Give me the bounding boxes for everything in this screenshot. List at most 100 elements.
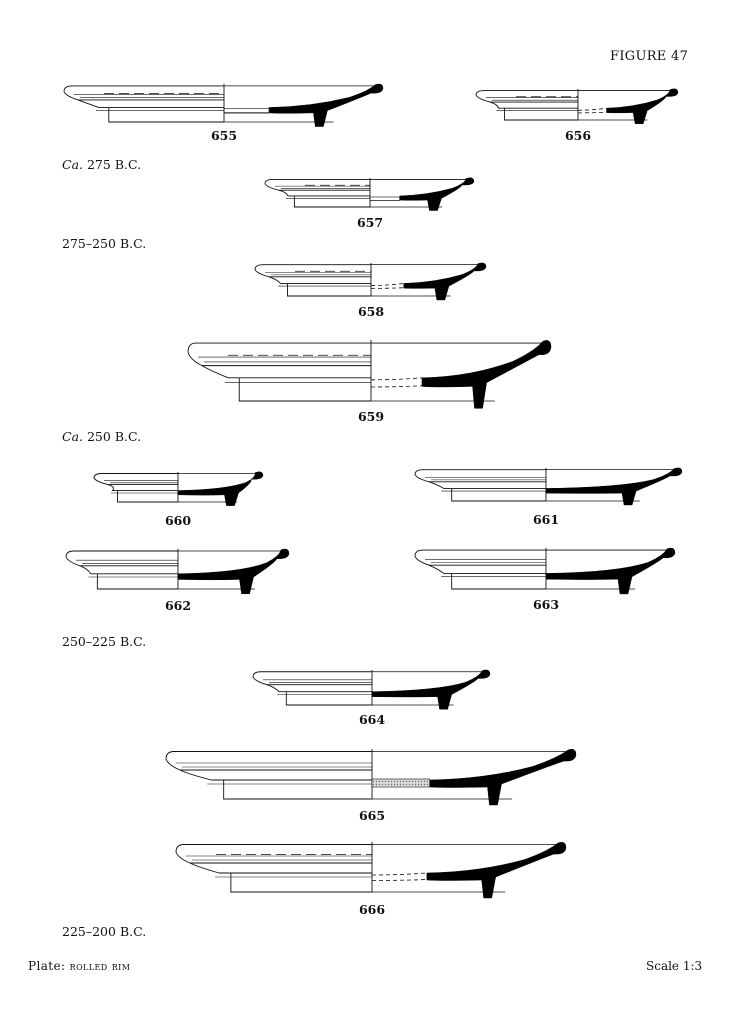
restored-line	[577, 107, 607, 111]
plate-profile	[175, 841, 567, 899]
section-profile	[399, 177, 475, 211]
plate-profile	[252, 669, 491, 710]
section-profile	[177, 548, 290, 595]
scale-label: Scale 1:3	[646, 959, 703, 973]
exterior-wall	[268, 276, 371, 284]
foot-outline	[96, 573, 178, 590]
plate-profile	[63, 83, 384, 127]
plate-profile	[475, 88, 679, 124]
date-text: 250 B.C.	[86, 429, 142, 444]
catalogue-number: 657	[357, 215, 383, 230]
catalogue-number: 659	[358, 409, 384, 424]
date-prefix: Ca.	[62, 429, 83, 444]
restored-line	[371, 872, 427, 876]
restored-line	[371, 879, 427, 881]
section-profile	[371, 669, 491, 710]
plate-profile	[187, 340, 552, 409]
plate-label-text: Plate:	[28, 959, 66, 973]
plate-profile	[414, 467, 683, 506]
foot-outline	[287, 283, 371, 297]
restored-line	[577, 111, 607, 114]
exterior-wall	[489, 101, 578, 109]
exterior-outline	[264, 179, 370, 191]
exterior-wall	[179, 769, 372, 781]
exterior-wall	[428, 564, 546, 574]
date-label: Ca. 275 B.C.	[62, 157, 141, 172]
exterior-wall	[201, 365, 371, 379]
exterior-wall	[189, 862, 372, 874]
exterior-outline	[475, 90, 578, 103]
plate-profile	[254, 262, 487, 301]
catalogue-number: 664	[359, 712, 385, 727]
exterior-wall	[278, 189, 370, 197]
catalogue-number: 663	[533, 597, 559, 612]
date-text: 250–225 B.C.	[62, 634, 147, 649]
section-profile	[429, 748, 577, 806]
foot-outline	[293, 195, 370, 208]
section-profile	[545, 467, 683, 506]
catalogue-number: 666	[359, 902, 385, 917]
date-text: 275–250 B.C.	[62, 236, 147, 251]
exterior-wall	[77, 99, 224, 109]
exterior-outline	[414, 549, 546, 566]
section-profile	[545, 547, 676, 595]
exterior-wall	[79, 565, 178, 575]
date-label: Ca. 250 B.C.	[62, 429, 141, 444]
date-label: 275–250 B.C.	[62, 236, 146, 251]
foot-outline	[117, 490, 178, 503]
foot-outline	[451, 488, 546, 502]
restored-section	[369, 196, 400, 201]
plate-label: Plate: rolled rim	[28, 959, 130, 973]
foot-outline	[504, 108, 578, 121]
exterior-outline	[175, 844, 372, 864]
catalogue-number: 655	[211, 128, 237, 143]
restored-line	[370, 385, 422, 388]
restored-section	[223, 108, 270, 114]
catalogue-number: 662	[165, 598, 191, 613]
foot-outline	[451, 573, 546, 590]
section-profile	[421, 340, 552, 409]
catalogue-number: 658	[358, 304, 384, 319]
section-profile	[426, 841, 567, 899]
figure-title: FIGURE 47	[610, 49, 689, 64]
exterior-wall	[107, 484, 178, 492]
section-profile	[606, 88, 679, 124]
foot-outline	[285, 691, 372, 706]
date-label: 225–200 B.C.	[62, 924, 146, 939]
foot-outline	[108, 107, 224, 123]
catalogue-number: 660	[165, 513, 191, 528]
date-text: 275 B.C.	[86, 157, 142, 172]
plate-profile	[93, 471, 264, 506]
section-profile	[268, 83, 384, 127]
restored-section	[371, 778, 430, 788]
restored-line	[370, 287, 404, 289]
exterior-outline	[252, 671, 372, 686]
catalogue-number: 656	[565, 128, 591, 143]
restored-line	[370, 377, 422, 381]
exterior-wall	[428, 481, 546, 489]
plate-type: rolled rim	[69, 959, 131, 973]
exterior-outline	[254, 264, 371, 278]
restored-line	[370, 283, 404, 286]
exterior-outline	[165, 751, 372, 771]
plate-profile	[65, 548, 290, 595]
foot-outline	[238, 377, 371, 402]
exterior-outline	[65, 550, 178, 567]
plate-profile	[165, 748, 577, 806]
exterior-outline	[187, 342, 371, 367]
exterior-outline	[93, 473, 178, 486]
exterior-outline	[414, 469, 546, 483]
section-profile	[403, 262, 487, 301]
section-profile	[177, 471, 264, 506]
date-label: 250–225 B.C.	[62, 634, 146, 649]
catalogue-number: 661	[533, 512, 559, 527]
plate-profile	[414, 547, 676, 595]
foot-outline	[223, 780, 372, 800]
foot-outline	[230, 873, 372, 893]
plate-profile	[264, 177, 475, 211]
date-prefix: Ca.	[62, 157, 83, 172]
exterior-wall	[266, 684, 372, 693]
exterior-outline	[63, 85, 224, 101]
catalogue-number: 665	[359, 808, 385, 823]
